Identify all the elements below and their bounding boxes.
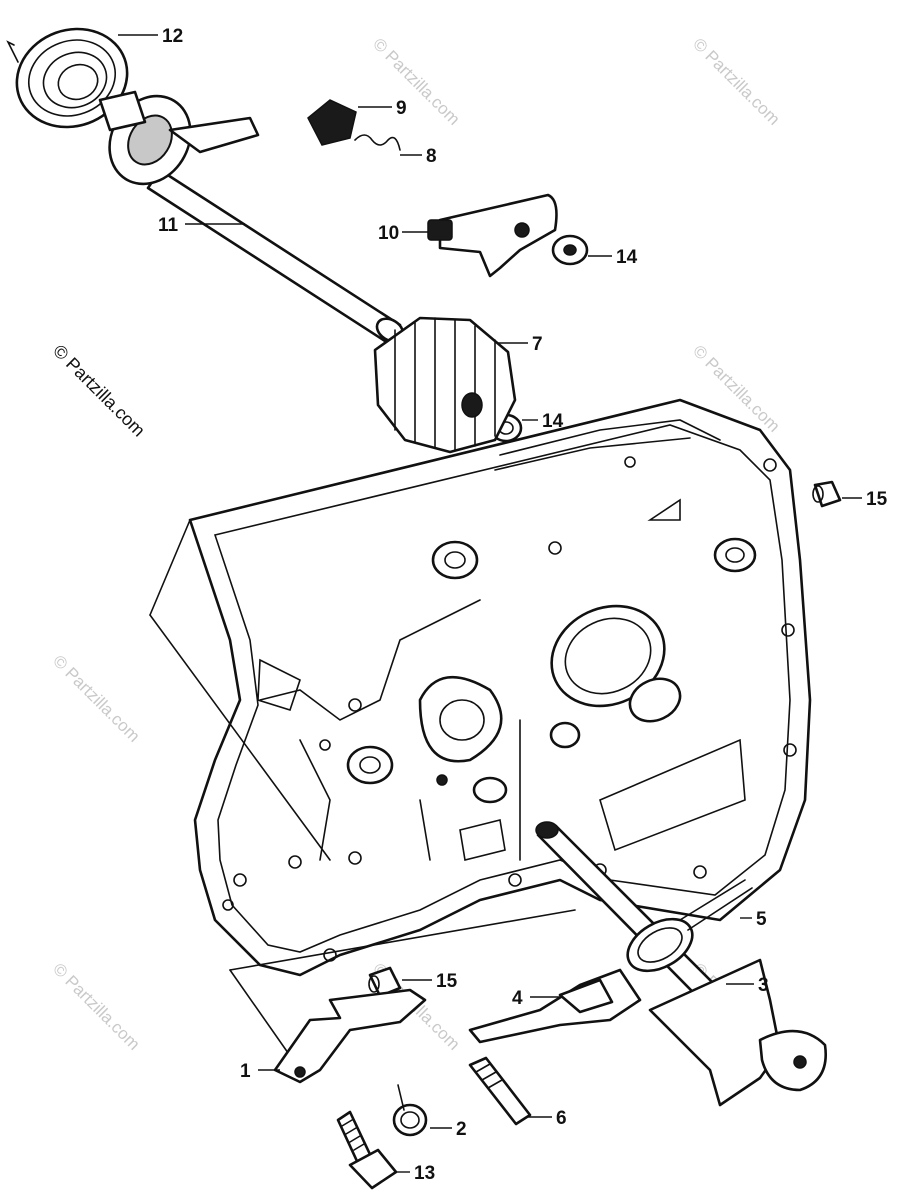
part-7-kick-starter-gear — [373, 316, 517, 454]
callout-7: 7 — [532, 334, 543, 355]
callout-11: 11 — [158, 215, 179, 236]
callout-14-lower: 14 — [542, 411, 564, 432]
part-14-washer-upper — [551, 234, 589, 266]
callout-1: 1 — [240, 1061, 251, 1082]
watermark-5: © Partzilla.com — [49, 651, 143, 745]
callout-2: 2 — [456, 1119, 467, 1140]
callout-6: 6 — [556, 1108, 567, 1129]
callout-15-lower: 15 — [436, 971, 458, 992]
part-9-ratchet-pawl — [307, 99, 357, 146]
part-15-collar-lower — [368, 966, 402, 998]
part-1-stopper-arm — [273, 988, 427, 1084]
part-2-stopper-spring — [392, 1084, 428, 1137]
part-10-stopper-plate — [427, 193, 558, 278]
part-13-bolt — [336, 1110, 398, 1190]
watermark-8: © Partzilla.com — [49, 959, 143, 1053]
part-6-pin — [468, 1056, 532, 1126]
watermark-1: © Partzilla.com — [369, 34, 463, 128]
crankcase — [149, 398, 812, 1071]
part-3-gearshift-spindle — [535, 821, 828, 1107]
part-11-kickstarter-spindle — [98, 90, 405, 345]
watermark-2: © Partzilla.com — [689, 34, 783, 128]
callout-3: 3 — [758, 975, 769, 996]
callout-5: 5 — [756, 909, 767, 930]
part-4-shift-arm — [468, 968, 642, 1044]
callout-12: 12 — [162, 26, 183, 47]
callout-15-upper: 15 — [866, 489, 888, 510]
callout-4: 4 — [512, 988, 523, 1009]
callout-14-upper: 14 — [616, 247, 638, 268]
callout-10: 10 — [378, 223, 399, 244]
callout-labels: 12 9 8 10 14 11 7 14 15 15 5 3 4 1 2 6 1… — [158, 26, 888, 1184]
part-15-collar-upper — [812, 480, 842, 508]
part-5-return-spring — [626, 879, 753, 973]
callout-13: 13 — [414, 1163, 435, 1184]
watermark-dark: © Partzilla.com — [49, 341, 149, 441]
part-8-pawl-spring — [354, 134, 401, 151]
callout-8: 8 — [426, 146, 437, 167]
callout-9: 9 — [396, 98, 407, 119]
leader-lines — [118, 34, 862, 1173]
